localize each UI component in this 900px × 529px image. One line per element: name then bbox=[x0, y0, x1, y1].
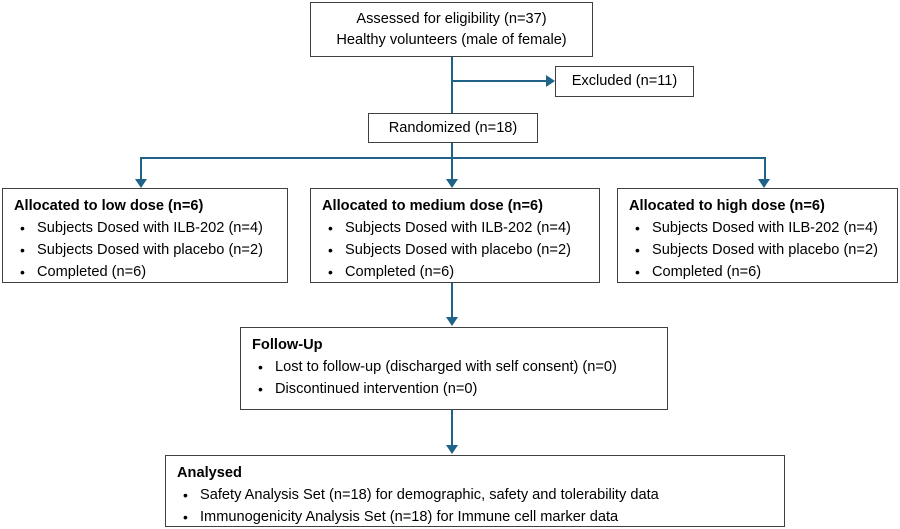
assessed-line-2: Healthy volunteers (male of female) bbox=[336, 31, 567, 48]
list-item: Subjects Dosed with placebo (n=2) bbox=[14, 240, 287, 261]
connector-branch-to-low-dose bbox=[140, 157, 143, 181]
connector-branch-to-high-dose bbox=[763, 157, 766, 181]
follow-up-title: Follow-Up bbox=[252, 337, 323, 353]
list-item: Subjects Dosed with placebo (n=2) bbox=[629, 240, 897, 261]
connector-branch-to-medium-dose bbox=[451, 157, 454, 181]
connector-assessed-to-randomized bbox=[451, 57, 454, 113]
list-item: Discontinued intervention (n=0) bbox=[252, 379, 667, 400]
list-item: Completed (n=6) bbox=[322, 262, 599, 283]
list-item: Subjects Dosed with ILB-202 (n=4) bbox=[629, 218, 897, 239]
list-item: Subjects Dosed with ILB-202 (n=4) bbox=[14, 218, 287, 239]
list-item: Subjects Dosed with placebo (n=2) bbox=[322, 240, 599, 261]
allocated-medium-dose-box: Allocated to medium dose (n=6) Subjects … bbox=[310, 188, 600, 283]
follow-up-box: Follow-Up Lost to follow-up (discharged … bbox=[240, 327, 668, 410]
arrowhead-to-analysed bbox=[445, 445, 458, 454]
allocated-medium-dose-list: Subjects Dosed with ILB-202 (n=4) Subjec… bbox=[322, 218, 599, 283]
analysed-list: Safety Analysis Set (n=18) for demograph… bbox=[177, 485, 784, 528]
list-item: Subjects Dosed with ILB-202 (n=4) bbox=[322, 218, 599, 239]
list-item: Completed (n=6) bbox=[629, 262, 897, 283]
list-item: Completed (n=6) bbox=[14, 262, 287, 283]
allocated-low-dose-title: Allocated to low dose (n=6) bbox=[14, 198, 204, 214]
allocated-low-dose-box: Allocated to low dose (n=6) Subjects Dos… bbox=[2, 188, 288, 283]
allocated-medium-dose-title: Allocated to medium dose (n=6) bbox=[322, 198, 543, 214]
assessed-line-1: Assessed for eligibility (n=37) bbox=[356, 10, 547, 27]
arrowhead-to-excluded bbox=[546, 74, 555, 87]
analysed-title: Analysed bbox=[177, 465, 242, 481]
allocated-low-dose-list: Subjects Dosed with ILB-202 (n=4) Subjec… bbox=[14, 218, 287, 283]
allocated-high-dose-list: Subjects Dosed with ILB-202 (n=4) Subjec… bbox=[629, 218, 897, 283]
allocated-high-dose-title: Allocated to high dose (n=6) bbox=[629, 198, 825, 214]
connector-randomized-to-branch bbox=[451, 143, 454, 159]
list-item: Lost to follow-up (discharged with self … bbox=[252, 357, 667, 378]
arrowhead-to-high-dose bbox=[758, 179, 771, 188]
arrowhead-to-follow-up bbox=[445, 317, 458, 326]
randomized-box: Randomized (n=18) bbox=[368, 113, 538, 143]
randomized-label: Randomized (n=18) bbox=[388, 119, 518, 136]
excluded-label: Excluded (n=11) bbox=[571, 73, 678, 89]
arrowhead-to-low-dose bbox=[134, 179, 147, 188]
connector-follow-up-to-analysed bbox=[451, 410, 454, 447]
allocated-high-dose-box: Allocated to high dose (n=6) Subjects Do… bbox=[617, 188, 898, 283]
list-item: Immunogenicity Analysis Set (n=18) for I… bbox=[177, 507, 784, 528]
list-item: Safety Analysis Set (n=18) for demograph… bbox=[177, 485, 784, 506]
excluded-box: Excluded (n=11) bbox=[555, 66, 694, 97]
connector-trunk-to-excluded bbox=[453, 80, 548, 83]
connector-medium-dose-to-follow-up bbox=[451, 283, 454, 319]
arrowhead-to-medium-dose bbox=[445, 179, 458, 188]
assessed-for-eligibility-box: Assessed for eligibility (n=37) Healthy … bbox=[310, 2, 593, 57]
analysed-box: Analysed Safety Analysis Set (n=18) for … bbox=[165, 455, 785, 527]
follow-up-list: Lost to follow-up (discharged with self … bbox=[252, 357, 667, 400]
